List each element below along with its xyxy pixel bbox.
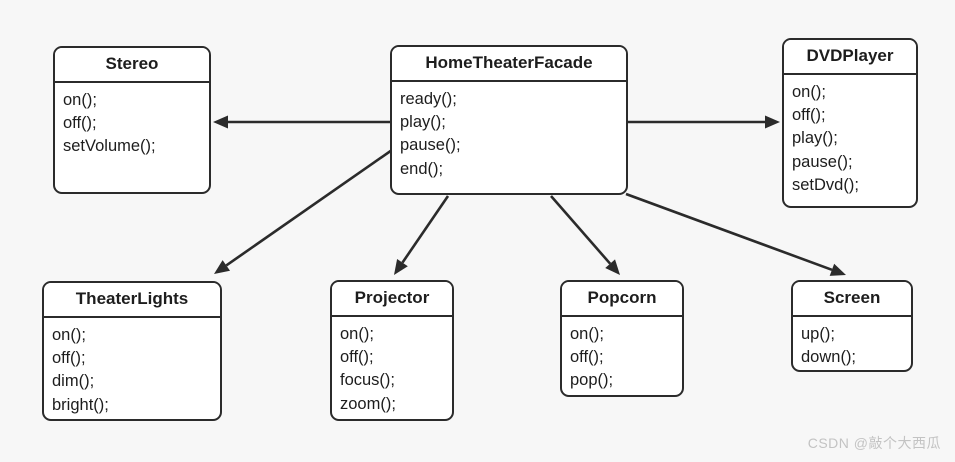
uml-class-methods-projector: on(); off(); focus(); zoom(); [332, 317, 452, 419]
uml-class-theaterlights[interactable]: TheaterLights on(); off(); dim(); bright(); [42, 281, 222, 421]
uml-method: on(); [340, 324, 374, 343]
edge-facade-to-theaterlights [214, 148, 393, 274]
uml-method: setDvd(); [792, 176, 859, 195]
uml-method: bright(); [52, 395, 109, 414]
uml-class-stereo[interactable]: Stereo on(); off(); setVolume(); [53, 46, 211, 194]
arrowhead-icon [394, 258, 408, 275]
uml-method: on(); [570, 324, 604, 343]
uml-method: focus(); [340, 371, 396, 390]
uml-method: on(); [63, 90, 97, 109]
uml-method: pause(); [792, 152, 853, 171]
uml-method: up(); [801, 324, 835, 343]
uml-class-methods-popcorn: on(); off(); pop(); [562, 317, 682, 395]
uml-method: play(); [792, 129, 838, 148]
edge-facade-to-projector [394, 195, 450, 275]
arrowhead-icon [605, 259, 620, 275]
edge-facade-to-stereo [213, 115, 390, 129]
uml-method: off(); [52, 348, 86, 367]
uml-class-title-stereo: Stereo [55, 48, 209, 83]
uml-method: play(); [400, 112, 446, 131]
arrowhead-icon [829, 263, 846, 276]
uml-class-title-projector: Projector [332, 282, 452, 317]
edge-facade-to-popcorn [550, 195, 620, 275]
uml-method: down(); [801, 347, 857, 366]
uml-class-title-screen: Screen [793, 282, 911, 317]
uml-method: off(); [63, 113, 97, 132]
arrowhead-icon [214, 260, 231, 274]
uml-class-methods-stereo: on(); off(); setVolume(); [55, 83, 209, 163]
uml-method: off(); [792, 105, 826, 124]
uml-method: pause(); [400, 136, 461, 155]
edge-line [550, 195, 612, 265]
arrowhead-icon [765, 115, 780, 129]
edge-line [225, 148, 393, 267]
uml-method: off(); [340, 347, 374, 366]
uml-class-methods-dvdplayer: on(); off(); play(); pause(); setDvd(); [784, 75, 916, 202]
uml-class-facade[interactable]: HomeTheaterFacade ready(); play(); pause();… [390, 45, 628, 195]
edge-facade-to-dvdplayer [628, 115, 780, 129]
uml-class-projector[interactable]: Projector on(); off(); focus(); zoom(); [330, 280, 454, 421]
uml-method: off(); [570, 347, 604, 366]
uml-method: ready(); [400, 89, 457, 108]
uml-class-screen[interactable]: Screen up(); down(); [791, 280, 913, 372]
uml-method: zoom(); [340, 394, 396, 413]
arrowhead-icon [213, 115, 228, 129]
uml-class-title-theaterlights: TheaterLights [44, 283, 220, 318]
uml-method: on(); [52, 325, 86, 344]
uml-method: pop(); [570, 371, 614, 390]
uml-class-popcorn[interactable]: Popcorn on(); off(); pop(); [560, 280, 684, 397]
uml-class-methods-facade: ready(); play(); pause(); end(); [392, 82, 626, 186]
uml-class-title-dvdplayer: DVDPlayer [784, 40, 916, 75]
uml-class-title-popcorn: Popcorn [562, 282, 682, 317]
uml-method: setVolume(); [63, 137, 156, 156]
uml-method: end(); [400, 159, 444, 178]
uml-class-title-facade: HomeTheaterFacade [392, 47, 626, 82]
uml-class-methods-screen: up(); down(); [793, 317, 911, 370]
edge-line [401, 195, 450, 264]
uml-class-dvdplayer[interactable]: DVDPlayer on(); off(); play(); pause(); setDv… [782, 38, 918, 208]
watermark-label: CSDN @敲个大西瓜 [807, 435, 941, 451]
uml-class-methods-theaterlights: on(); off(); dim(); bright(); [44, 318, 220, 419]
uml-method: dim(); [52, 372, 95, 391]
uml-method: on(); [792, 82, 826, 101]
